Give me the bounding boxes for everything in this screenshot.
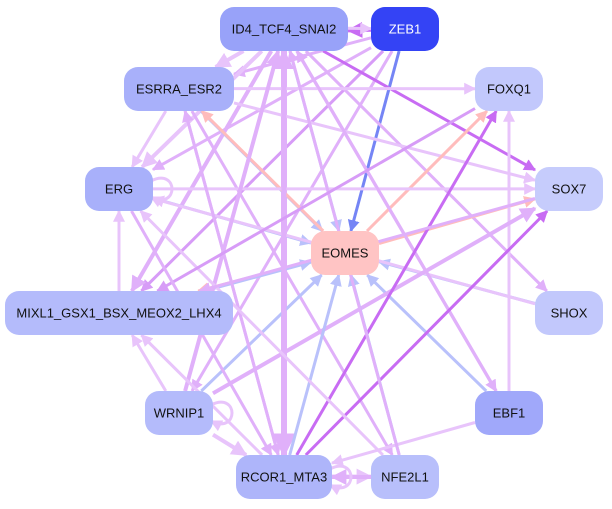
node-box[interactable]	[145, 391, 213, 435]
edge-zeb1-to-eomes	[347, 50, 401, 233]
node-label: ZEB1	[389, 22, 422, 37]
edge-nfe2l1-to-erg	[139, 209, 384, 457]
node-box[interactable]	[371, 7, 439, 51]
node-label: ERG	[105, 182, 133, 197]
node-label: SHOX	[551, 306, 588, 321]
node-box[interactable]	[371, 455, 439, 499]
edge-rcor1-mta3-to-eomes	[288, 273, 342, 456]
node-box[interactable]	[475, 67, 543, 111]
node-box[interactable]	[220, 7, 348, 51]
edge-wrnip1-to-rcor1-mta3	[211, 432, 248, 457]
self-loop-rcor1-mta3	[328, 464, 353, 496]
node-box[interactable]	[311, 231, 379, 275]
self-loop-erg	[149, 176, 174, 208]
node-esrra-esr2[interactable]: ESRRA_ESR2	[124, 67, 234, 111]
edge-esrra-esr2-to-erg	[130, 110, 168, 169]
node-label: SOX7	[552, 182, 587, 197]
node-box[interactable]	[5, 291, 233, 335]
self-loops-layer	[149, 176, 353, 496]
edge-esrra-esr2-to-nfe2l1	[190, 110, 394, 457]
node-box[interactable]	[85, 167, 153, 211]
node-label: NFE2L1	[381, 470, 429, 485]
node-foxq1[interactable]: FOXQ1	[475, 67, 543, 111]
node-label: EOMES	[322, 246, 369, 261]
node-wrnip1[interactable]: WRNIP1	[145, 391, 213, 435]
edges-layer	[113, 21, 549, 485]
node-box[interactable]	[475, 391, 543, 435]
edge-ebf1-to-rcor1-mta3	[330, 421, 476, 466]
edge-wrnip1-to-sox7	[212, 206, 537, 396]
node-label: FOXQ1	[487, 82, 531, 97]
node-box[interactable]	[236, 455, 332, 499]
edge-wrnip1-to-mixl1	[130, 333, 168, 392]
node-box[interactable]	[124, 67, 234, 111]
edge-eomes-to-foxq1	[365, 109, 489, 233]
edge-ebf1-to-id4-tcf4-snai2	[295, 49, 498, 392]
edge-rcor1-mta3-to-sox7	[304, 209, 549, 457]
node-label: ESRRA_ESR2	[136, 82, 222, 97]
node-label: RCOR1_MTA3	[241, 470, 327, 485]
node-label: ID4_TCF4_SNAI2	[232, 22, 337, 37]
node-box[interactable]	[535, 291, 603, 335]
node-box[interactable]	[535, 167, 603, 211]
node-sox7[interactable]: SOX7	[535, 167, 603, 211]
edge-id4-tcf4-snai2-to-esrra-esr2	[214, 49, 245, 69]
edge-foxq1-to-mixl1	[156, 107, 476, 293]
node-erg[interactable]: ERG	[85, 167, 153, 211]
edge-id4-tcf4-snai2-to-sox7	[322, 49, 537, 172]
edge-rcor1-mta3-to-foxq1	[295, 109, 498, 456]
node-id4-tcf4-snai2[interactable]: ID4_TCF4_SNAI2	[220, 7, 348, 51]
node-mixl1[interactable]: MIXL1_GSX1_BSX_MEOX2_LHX4	[5, 291, 233, 335]
self-loop-wrnip1	[209, 400, 234, 432]
node-shox[interactable]: SHOX	[535, 291, 603, 335]
node-rcor1-mta3[interactable]: RCOR1_MTA3	[236, 455, 332, 499]
node-ebf1[interactable]: EBF1	[475, 391, 543, 435]
node-label: EBF1	[493, 406, 526, 421]
edge-esrra-esr2-to-sox7	[233, 101, 537, 184]
edge-zeb1-to-wrnip1	[190, 50, 394, 393]
node-eomes[interactable]: EOMES	[311, 231, 379, 275]
edge-eomes-to-esrra-esr2	[200, 109, 325, 233]
node-label: MIXL1_GSX1_BSX_MEOX2_LHX4	[16, 306, 221, 321]
node-label: WRNIP1	[154, 406, 205, 421]
node-zeb1[interactable]: ZEB1	[371, 7, 439, 51]
node-nfe2l1[interactable]: NFE2L1	[371, 455, 439, 499]
